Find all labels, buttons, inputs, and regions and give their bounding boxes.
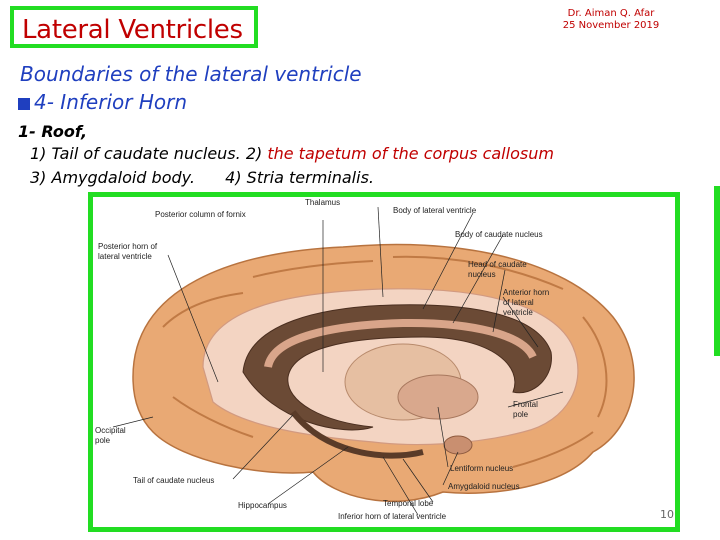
inferior-horn-shape bbox=[290, 410, 424, 459]
brain-illustration: Thalamus Posterior column of fornix Body… bbox=[95, 198, 635, 521]
label-temporal-lobe: Temporal lobe bbox=[383, 499, 434, 508]
section-heading: Boundaries of the lateral ventricle bbox=[20, 62, 362, 86]
subheading-text: 4- Inferior Horn bbox=[34, 90, 187, 114]
roof-label: 1- Roof, bbox=[18, 122, 88, 141]
label-posterior-column-fornix: Posterior column of fornix bbox=[155, 210, 246, 219]
author-name: Dr. Aiman Q. Afar bbox=[567, 8, 655, 19]
item-4: 4) Stria terminalis. bbox=[225, 168, 374, 187]
subheading: 4- Inferior Horn bbox=[18, 90, 187, 114]
label-tail-caudate: Tail of caudate nucleus bbox=[133, 476, 214, 485]
boundary-line-1: 1) Tail of caudate nucleus. 2) the tapet… bbox=[30, 144, 554, 163]
label-amygdaloid: Amygdaloid nucleus bbox=[448, 482, 520, 491]
author-block: Dr. Aiman Q. Afar 25 November 2019 bbox=[556, 8, 666, 32]
accent-bar bbox=[714, 186, 720, 356]
label-hippocampus: Hippocampus bbox=[238, 501, 287, 510]
item-1: 1) Tail of caudate nucleus. 2) bbox=[30, 144, 263, 163]
label-inferior-horn: Inferior horn of lateral ventricle bbox=[338, 512, 447, 521]
caudate-band bbox=[264, 318, 537, 369]
label-body-caudate: Body of caudate nucleus bbox=[455, 230, 543, 239]
author-date: 25 November 2019 bbox=[562, 20, 660, 31]
label-thalamus: Thalamus bbox=[305, 198, 340, 207]
item-2-highlight: the tapetum of the corpus callosum bbox=[267, 144, 554, 163]
boundary-line-2: 3) Amygdaloid body. 4) Stria terminalis. bbox=[30, 168, 374, 187]
amygdala-shape bbox=[443, 435, 473, 455]
label-body-lateral-ventricle: Body of lateral ventricle bbox=[393, 206, 477, 215]
leader-lines bbox=[112, 206, 564, 516]
lentiform-shape bbox=[397, 374, 479, 420]
item-3: 3) Amygdaloid body. bbox=[30, 168, 195, 187]
title-box: Lateral Ventricles bbox=[10, 6, 258, 48]
gyri-lines bbox=[162, 255, 608, 418]
page-number: 10 bbox=[660, 508, 674, 521]
bullet-icon bbox=[18, 98, 30, 110]
label-lentiform: Lentiform nucleus bbox=[450, 464, 513, 473]
gyri-lines-lower bbox=[172, 396, 594, 468]
brain-figure: Thalamus Posterior column of fornix Body… bbox=[88, 192, 680, 532]
slide-title: Lateral Ventricles bbox=[22, 15, 243, 45]
